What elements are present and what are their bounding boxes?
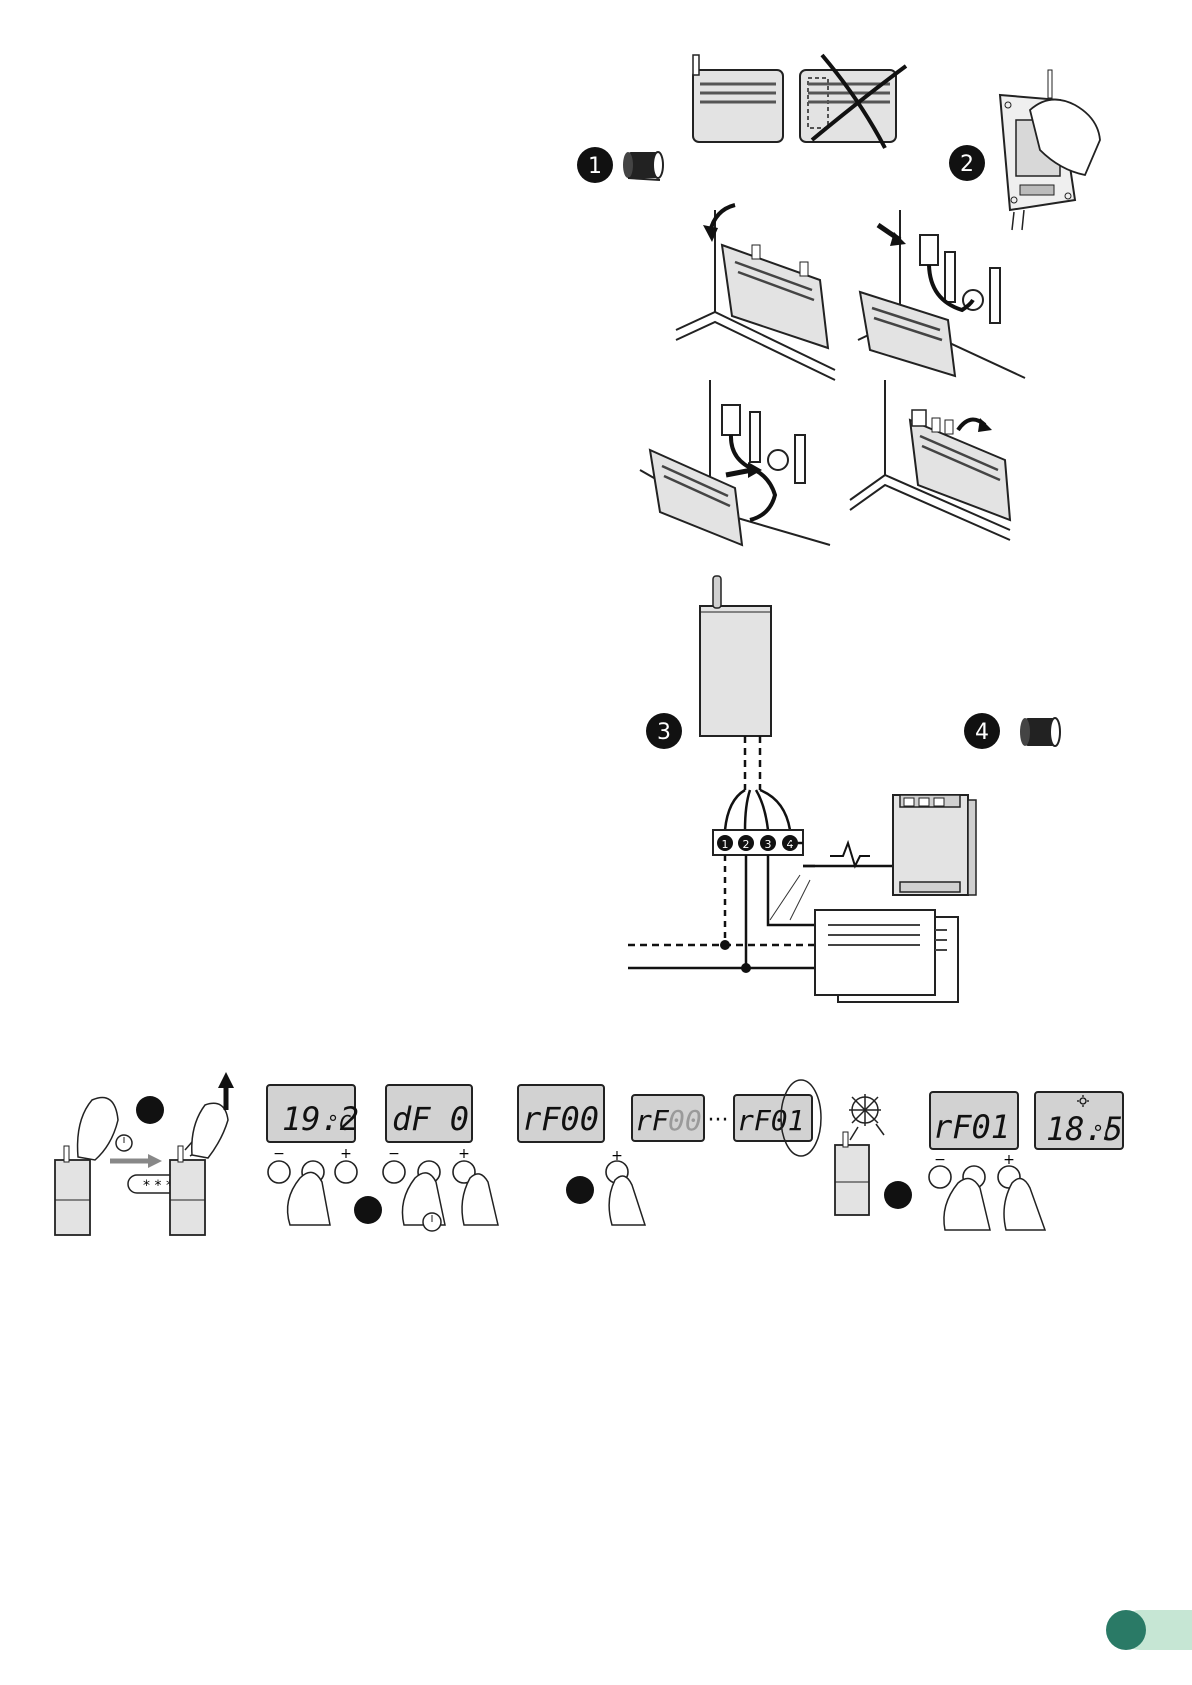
terminal-2-label: 2: [743, 838, 750, 851]
lcd-rf01: rF01: [737, 1104, 804, 1137]
lcd-temp-unit: °C: [1092, 1121, 1116, 1145]
press-hand-icon: [1004, 1179, 1045, 1230]
cable-reel-icon: [623, 152, 663, 180]
minus-label: −: [273, 1146, 285, 1162]
lcd-rf-blinking-digits: 00: [668, 1104, 702, 1137]
lcd-rf01-confirm: rF01: [933, 1108, 1010, 1146]
transmitter-unit: [835, 1145, 869, 1215]
minus-label: −: [388, 1146, 400, 1162]
lcd-df: dF 0: [392, 1100, 469, 1138]
step-4-number: 4: [975, 720, 989, 745]
sequence-ellipsis: ···: [708, 1108, 729, 1133]
press-hand-icon: [609, 1176, 645, 1225]
press-hand-icon: [944, 1179, 990, 1230]
hand-icon: [78, 1098, 118, 1161]
minus-button[interactable]: [383, 1161, 405, 1183]
radiator-transmitter-wrong: [800, 55, 906, 148]
step-badge: [566, 1176, 594, 1204]
lcd-rf00: rF00: [522, 1100, 599, 1138]
wire-bundle: [725, 736, 790, 830]
step-badge: [136, 1096, 164, 1124]
step-2-number: 2: [960, 152, 974, 177]
blink-stars: * * *: [143, 1178, 173, 1194]
step-1-number: 1: [588, 154, 602, 179]
pairing-step-f: rF01 − +: [929, 1092, 1045, 1230]
terminal-1-label: 1: [722, 838, 729, 851]
lcd-temp-unit: °C: [327, 1111, 351, 1135]
pairing-step-a: * * *: [55, 1072, 234, 1235]
junction-dot: [741, 963, 751, 973]
pairing-step-e: [835, 1094, 912, 1215]
mount-panel-2: [858, 210, 1025, 378]
lcd-rf-prefix: rF: [635, 1104, 670, 1137]
minus-button[interactable]: [268, 1161, 290, 1183]
terminal-block: 1 2 3 4: [713, 830, 803, 855]
radiator-transmitter-ok: [693, 55, 783, 142]
transmitter-device: [700, 576, 771, 736]
step-badge: [354, 1196, 382, 1224]
mount-panel-4: [850, 380, 1010, 540]
pairing-step-d: rF00 + rF 00 ··· rF01: [518, 1080, 821, 1225]
step-1-group: 1: [577, 147, 663, 183]
press-hand-icon: [288, 1172, 330, 1225]
radiators: [815, 910, 958, 1002]
mount-panel-3: [640, 380, 830, 545]
minus-button[interactable]: [929, 1166, 951, 1188]
pairing-step-g: 18.5 °C: [1035, 1092, 1123, 1149]
plus-button[interactable]: [335, 1161, 357, 1183]
transmitter-unit-left: [55, 1146, 90, 1235]
terminal-4-label: 4: [787, 838, 794, 851]
cable-reel-icon: [1020, 718, 1060, 746]
pilot-signal-icon: [830, 843, 870, 866]
plus-label: +: [458, 1146, 470, 1162]
step-2-group: 2: [949, 70, 1100, 230]
din-rail-module: [893, 795, 976, 895]
signal-burst-icon: [849, 1094, 884, 1140]
step-badge: [884, 1181, 912, 1209]
pairing-step-c: dF 0 − +: [354, 1085, 498, 1231]
step-3-number: 3: [657, 720, 671, 745]
step-3-group: 3 1 2 3 4: [628, 576, 976, 1002]
press-hand-icon: [462, 1174, 498, 1225]
pairing-step-b: 19.2 °C − +: [267, 1085, 359, 1225]
supply-lines: [628, 843, 815, 968]
junction-dot: [720, 940, 730, 950]
page-corner-tab: [1106, 1610, 1192, 1650]
page-number-circle: [1106, 1610, 1146, 1650]
hand-icon: [192, 1103, 228, 1158]
step-4-group: 4: [964, 713, 1060, 749]
terminal-3-label: 3: [765, 838, 772, 851]
mount-panel-1: [676, 205, 835, 380]
plus-label: +: [340, 1146, 352, 1162]
